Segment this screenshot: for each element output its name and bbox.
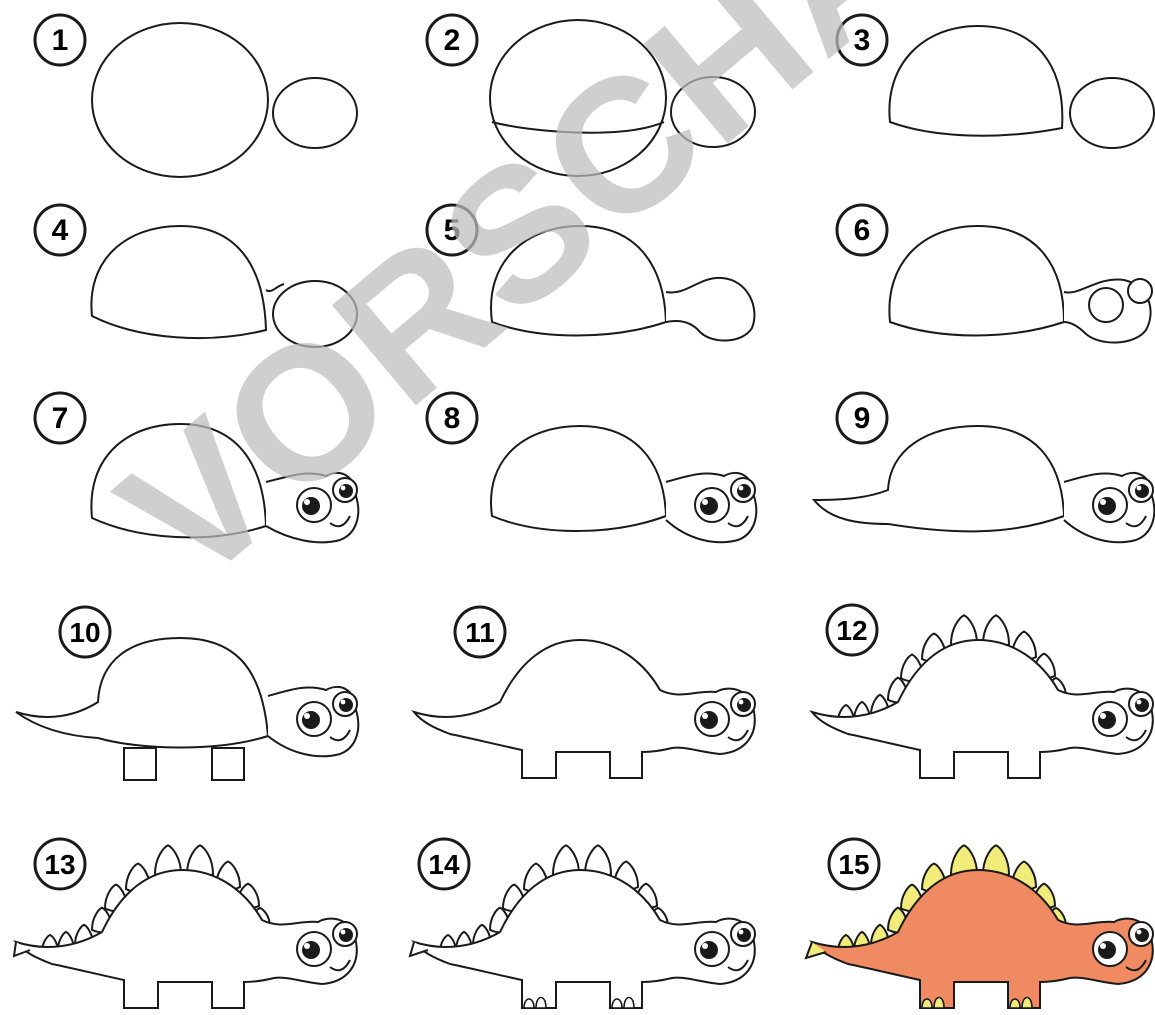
step-number-label: 12 [836, 615, 867, 646]
step-number-label: 3 [854, 24, 871, 57]
step-1 [92, 23, 357, 177]
step-number-badge: 10 [60, 607, 110, 657]
step-number-badge: 7 [35, 393, 85, 443]
step-number-badge: 12 [827, 605, 877, 655]
step-number-label: 9 [854, 402, 871, 435]
step-number-label: 5 [444, 214, 461, 247]
step-number-label: 2 [444, 24, 461, 57]
step-number-badge: 3 [837, 15, 887, 65]
step-number-label: 7 [52, 402, 69, 435]
step-2 [490, 20, 755, 176]
step-number-badge: 14 [419, 839, 469, 889]
step-number-badge: 6 [837, 205, 887, 255]
step-5 [491, 226, 754, 341]
step-number-label: 11 [465, 617, 495, 648]
step-6 [889, 226, 1152, 343]
step-number-badge: 11 [455, 607, 505, 657]
step-number-label: 13 [44, 849, 75, 880]
step-number-badge: 9 [837, 393, 887, 443]
step-8 [491, 426, 756, 542]
step-number-badge: 13 [35, 839, 85, 889]
step-number-badge: 15 [829, 839, 879, 889]
step-number-badge: 8 [427, 393, 477, 443]
step-number-label: 10 [69, 617, 100, 648]
step-10 [16, 638, 358, 780]
step-11 [414, 640, 755, 778]
step-3 [889, 26, 1154, 148]
step-number-label: 4 [52, 214, 69, 247]
step-number-badge: 1 [35, 15, 85, 65]
step-number-badge: 4 [35, 205, 85, 255]
step-number-label: 1 [52, 24, 69, 57]
step-number-label: 8 [444, 402, 461, 435]
step-number-badge: 5 [427, 205, 477, 255]
step-7 [91, 424, 358, 542]
step-number-label: 14 [428, 849, 460, 880]
step-number-badge: 2 [427, 15, 477, 65]
step-number-label: 15 [838, 849, 869, 880]
step-4 [91, 226, 357, 347]
step-number-label: 6 [854, 214, 871, 247]
